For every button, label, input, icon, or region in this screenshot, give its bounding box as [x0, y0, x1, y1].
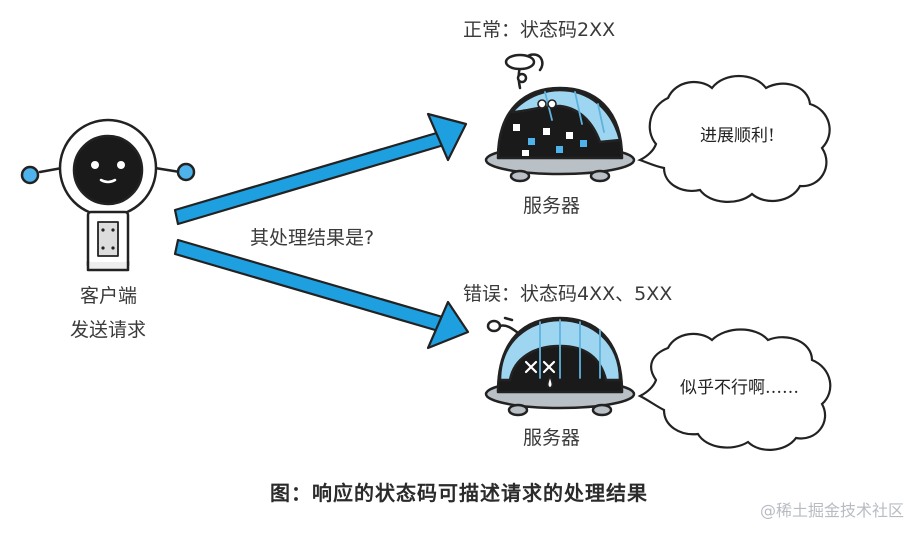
success-speech-bubble: [637, 75, 831, 203]
success-status-label: 正常：状态码2XX: [463, 19, 616, 41]
arrow-to-success: [173, 112, 468, 226]
server-error-icon: [484, 316, 636, 417]
client-name-label: 客户端: [80, 285, 138, 307]
client-robot-icon: [20, 118, 196, 272]
error-speech-text: 似乎不行啊……: [680, 378, 799, 398]
error-speech-bubble: [637, 328, 832, 451]
arrow-to-error: [173, 238, 470, 350]
server-success-icon: [484, 53, 636, 183]
error-server-label: 服务器: [523, 427, 581, 449]
success-speech-text: 进展顺利!: [700, 126, 775, 146]
watermark: @稀土掘金技术社区: [759, 501, 904, 520]
success-server-label: 服务器: [523, 195, 581, 217]
question-label: 其处理结果是?: [250, 227, 375, 249]
error-status-label: 错误：状态码4XX、5XX: [463, 283, 673, 305]
figure-caption: 图：响应的状态码可描述请求的处理结果: [270, 481, 648, 505]
client-action-label: 发送请求: [70, 319, 147, 341]
